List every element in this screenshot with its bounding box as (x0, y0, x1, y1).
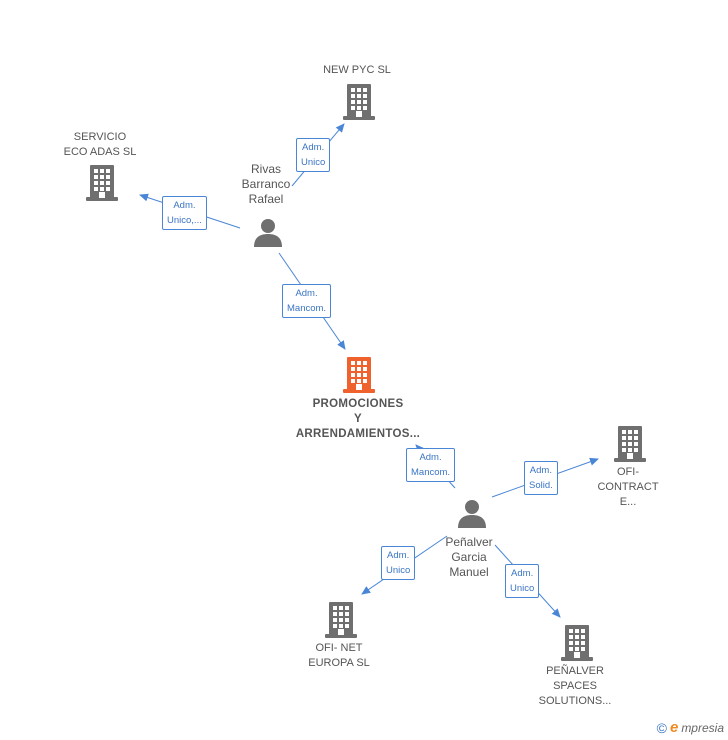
edge-label-rivas-newpyc-line: Unico (301, 157, 326, 168)
edge-label-penalver-ofinet-line: Adm. (387, 550, 410, 561)
company-label-promociones-line: Y (354, 413, 362, 425)
company-label-ofi-net[interactable]: OFI- NET EUROPA SL (308, 641, 370, 671)
company-label-penalver-spaces[interactable]: PEÑALVER SPACES SOLUTIONS... (539, 664, 612, 709)
building-icon[interactable] (325, 602, 357, 643)
company-label-ofi-contract[interactable]: OFI- CONTRACT E... (597, 465, 658, 510)
company-label-ofi-contract-line: E... (619, 496, 637, 508)
edge-label-penalver-ofinet: Adm. Unico (381, 546, 416, 580)
edge-label-rivas-promociones-line: Mancom. (287, 303, 327, 314)
building-icon[interactable] (343, 84, 375, 125)
company-label-new-pyc-line: NEW PYC SL (323, 64, 391, 76)
edge-label-penalver-promociones: Adm. Mancom. (406, 448, 456, 482)
person-label-penalver-line: Manuel (449, 565, 489, 579)
brand-logo-e: e (669, 719, 679, 736)
person-label-rivas-line: Rivas (250, 162, 282, 176)
person-label-rivas-line: Barranco (241, 177, 291, 191)
company-label-servicio[interactable]: SERVICIO ECO ADAS SL (64, 130, 137, 160)
edge-label-penalver-spaces-line: Adm. (511, 568, 534, 579)
brand-logo-text: mpresia (681, 720, 724, 735)
edge-label-rivas-promociones: Adm. Mancom. (282, 284, 332, 318)
edge-label-rivas-servicio-line: Unico,... (167, 215, 202, 226)
person-icon[interactable] (253, 218, 283, 253)
person-icon[interactable] (457, 499, 487, 534)
edge-label-rivas-newpyc-line: Adm. (302, 142, 325, 153)
company-label-servicio-line: ECO ADAS SL (63, 146, 137, 158)
company-label-ofi-net-line: EUROPA SL (308, 657, 370, 669)
company-label-promociones[interactable]: PROMOCIONES Y ARRENDAMIENTOS... (296, 397, 420, 442)
edge-label-rivas-promociones-line: Adm. (295, 288, 318, 299)
company-label-penalver-spaces-line: SOLUTIONS... (538, 695, 612, 707)
edge-label-penalver-oficontract-line: Solid. (529, 480, 553, 491)
person-label-rivas-line: Rafael (248, 192, 284, 206)
company-label-ofi-contract-line: OFI- (616, 466, 639, 478)
building-icon[interactable] (86, 165, 118, 206)
person-label-penalver-line: Peñalver (445, 535, 493, 549)
company-label-ofi-contract-line: CONTRACT (597, 481, 659, 493)
edge-label-penalver-promociones-line: Adm. (419, 452, 442, 463)
edge-label-rivas-servicio-line: Adm. (173, 200, 196, 211)
company-label-promociones-line: ARRENDAMIENTOS... (295, 428, 421, 440)
company-label-penalver-spaces-line: PEÑALVER (546, 665, 604, 677)
edge-label-penalver-ofinet-line: Unico (386, 565, 411, 576)
building-icon[interactable] (561, 625, 593, 666)
copyright-icon: © (656, 719, 667, 736)
edge-label-rivas-servicio: Adm. Unico,... (162, 196, 207, 230)
edge-label-penalver-spaces-line: Unico (510, 583, 535, 594)
company-label-new-pyc[interactable]: NEW PYC SL (323, 63, 391, 78)
edge-label-penalver-oficontract-line: Adm. (529, 465, 552, 476)
edge-label-penalver-oficontract: Adm. Solid. (524, 461, 558, 495)
company-label-penalver-spaces-line: SPACES (553, 680, 597, 692)
company-label-servicio-line: SERVICIO (73, 131, 127, 143)
edge-label-penalver-spaces: Adm. Unico (505, 564, 540, 598)
edge-label-penalver-promociones-line: Mancom. (411, 467, 451, 478)
person-label-penalver-line: Garcia (451, 550, 487, 564)
company-label-promociones-line: PROMOCIONES (312, 398, 404, 410)
company-label-ofi-net-line: OFI- NET (315, 642, 363, 654)
building-icon[interactable] (614, 426, 646, 467)
building-icon[interactable] (343, 357, 375, 398)
edge-label-rivas-newpyc: Adm. Unico (296, 138, 331, 172)
